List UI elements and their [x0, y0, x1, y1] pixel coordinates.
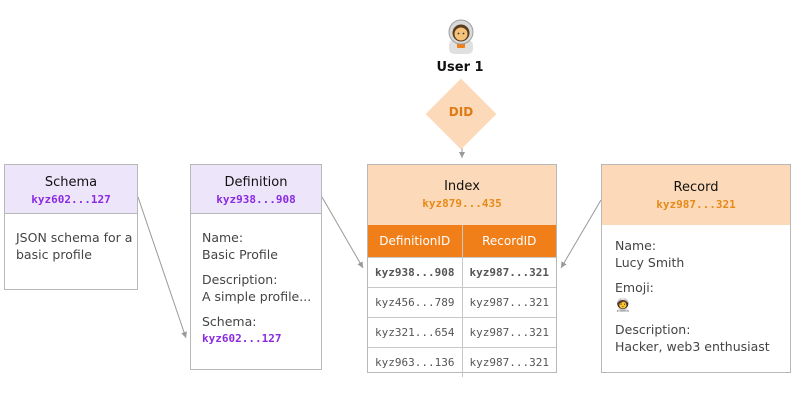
user-label: User 1 [436, 60, 484, 75]
schema-header: Schema kyz602...127 [5, 165, 137, 214]
schema-card: Schema kyz602...127 JSON schema for a ba… [4, 164, 138, 290]
record-field-name: Name: Lucy Smith [615, 237, 785, 271]
record-header: Record kyz987...321 [602, 165, 790, 225]
table-cell-recordid: kyz987...321 [461, 257, 556, 288]
field-label: Emoji: [615, 280, 654, 295]
schema-description: JSON schema for a basic profile [16, 230, 133, 262]
field-label: Schema: [202, 314, 257, 329]
field-value: kyz602...127 [202, 332, 282, 345]
definition-card: Definition kyz938...908 Name: Basic Prof… [190, 164, 322, 370]
astronaut-avatar-icon [448, 19, 474, 54]
definition-fields: Name: Basic Profile Description: A simpl… [202, 229, 320, 355]
field-value: Lucy Smith [615, 255, 685, 270]
index-header: Index kyz879...435 [368, 165, 556, 225]
schema-id: kyz602...127 [31, 193, 111, 206]
field-label: Name: [202, 230, 244, 245]
definition-field-schema: Schema: kyz602...127 [202, 313, 320, 347]
column-header-recordid: RecordID [461, 225, 556, 258]
schema-title: Schema [44, 175, 98, 190]
definition-to-index-arrow [321, 196, 364, 269]
table-cell-definitionid: kyz938...908 [368, 257, 462, 288]
astronaut-emoji-icon: 🧑‍🚀 [615, 297, 631, 312]
table-cell-recordid: kyz987...321 [461, 287, 556, 318]
definition-header: Definition kyz938...908 [191, 165, 321, 214]
record-to-index-arrow [560, 199, 602, 269]
definition-title: Definition [224, 175, 288, 190]
definition-id: kyz938...908 [216, 193, 296, 206]
table-cell-recordid: kyz987...321 [461, 347, 556, 377]
table-cell-definitionid: kyz321...654 [368, 317, 462, 348]
record-field-description: Description: Hacker, web3 enthusiast [615, 321, 785, 355]
index-title: Index [444, 179, 480, 194]
table-cell-definitionid: kyz456...789 [368, 287, 462, 318]
field-value: A simple profile... [202, 289, 312, 304]
schema-to-definition-arrow [137, 196, 187, 339]
table-cell-definitionid: kyz963...136 [368, 347, 462, 377]
field-label: Name: [615, 238, 657, 253]
definition-field-name: Name: Basic Profile [202, 229, 320, 263]
record-fields: Name: Lucy Smith Emoji: 🧑‍🚀 Description:… [615, 237, 785, 363]
field-value: Hacker, web3 enthusiast [615, 339, 770, 354]
field-label: Description: [615, 322, 691, 337]
record-id: kyz987...321 [656, 198, 736, 211]
index-table: DefinitionID RecordID kyz938...908 kyz98… [368, 225, 556, 377]
field-label: Description: [202, 272, 278, 287]
table-cell-recordid: kyz987...321 [461, 317, 556, 348]
index-card: Index kyz879...435 DefinitionID RecordID… [367, 164, 557, 377]
record-title: Record [673, 180, 719, 195]
table-row: kyz321...654 kyz987...321 [368, 317, 556, 348]
field-value: Basic Profile [202, 247, 278, 262]
table-row: kyz938...908 kyz987...321 [368, 257, 556, 288]
column-header-definitionid: DefinitionID [368, 225, 462, 258]
table-row: kyz963...136 kyz987...321 [368, 347, 556, 377]
definition-field-description: Description: A simple profile... [202, 271, 320, 305]
table-row: kyz456...789 kyz987...321 [368, 287, 556, 318]
did-label: DID [448, 105, 474, 119]
record-card: Record kyz987...321 Name: Lucy Smith Emo… [601, 164, 791, 373]
index-id: kyz879...435 [422, 197, 502, 210]
record-field-emoji: Emoji: 🧑‍🚀 [615, 279, 785, 313]
table-header-row: DefinitionID RecordID [368, 225, 556, 258]
